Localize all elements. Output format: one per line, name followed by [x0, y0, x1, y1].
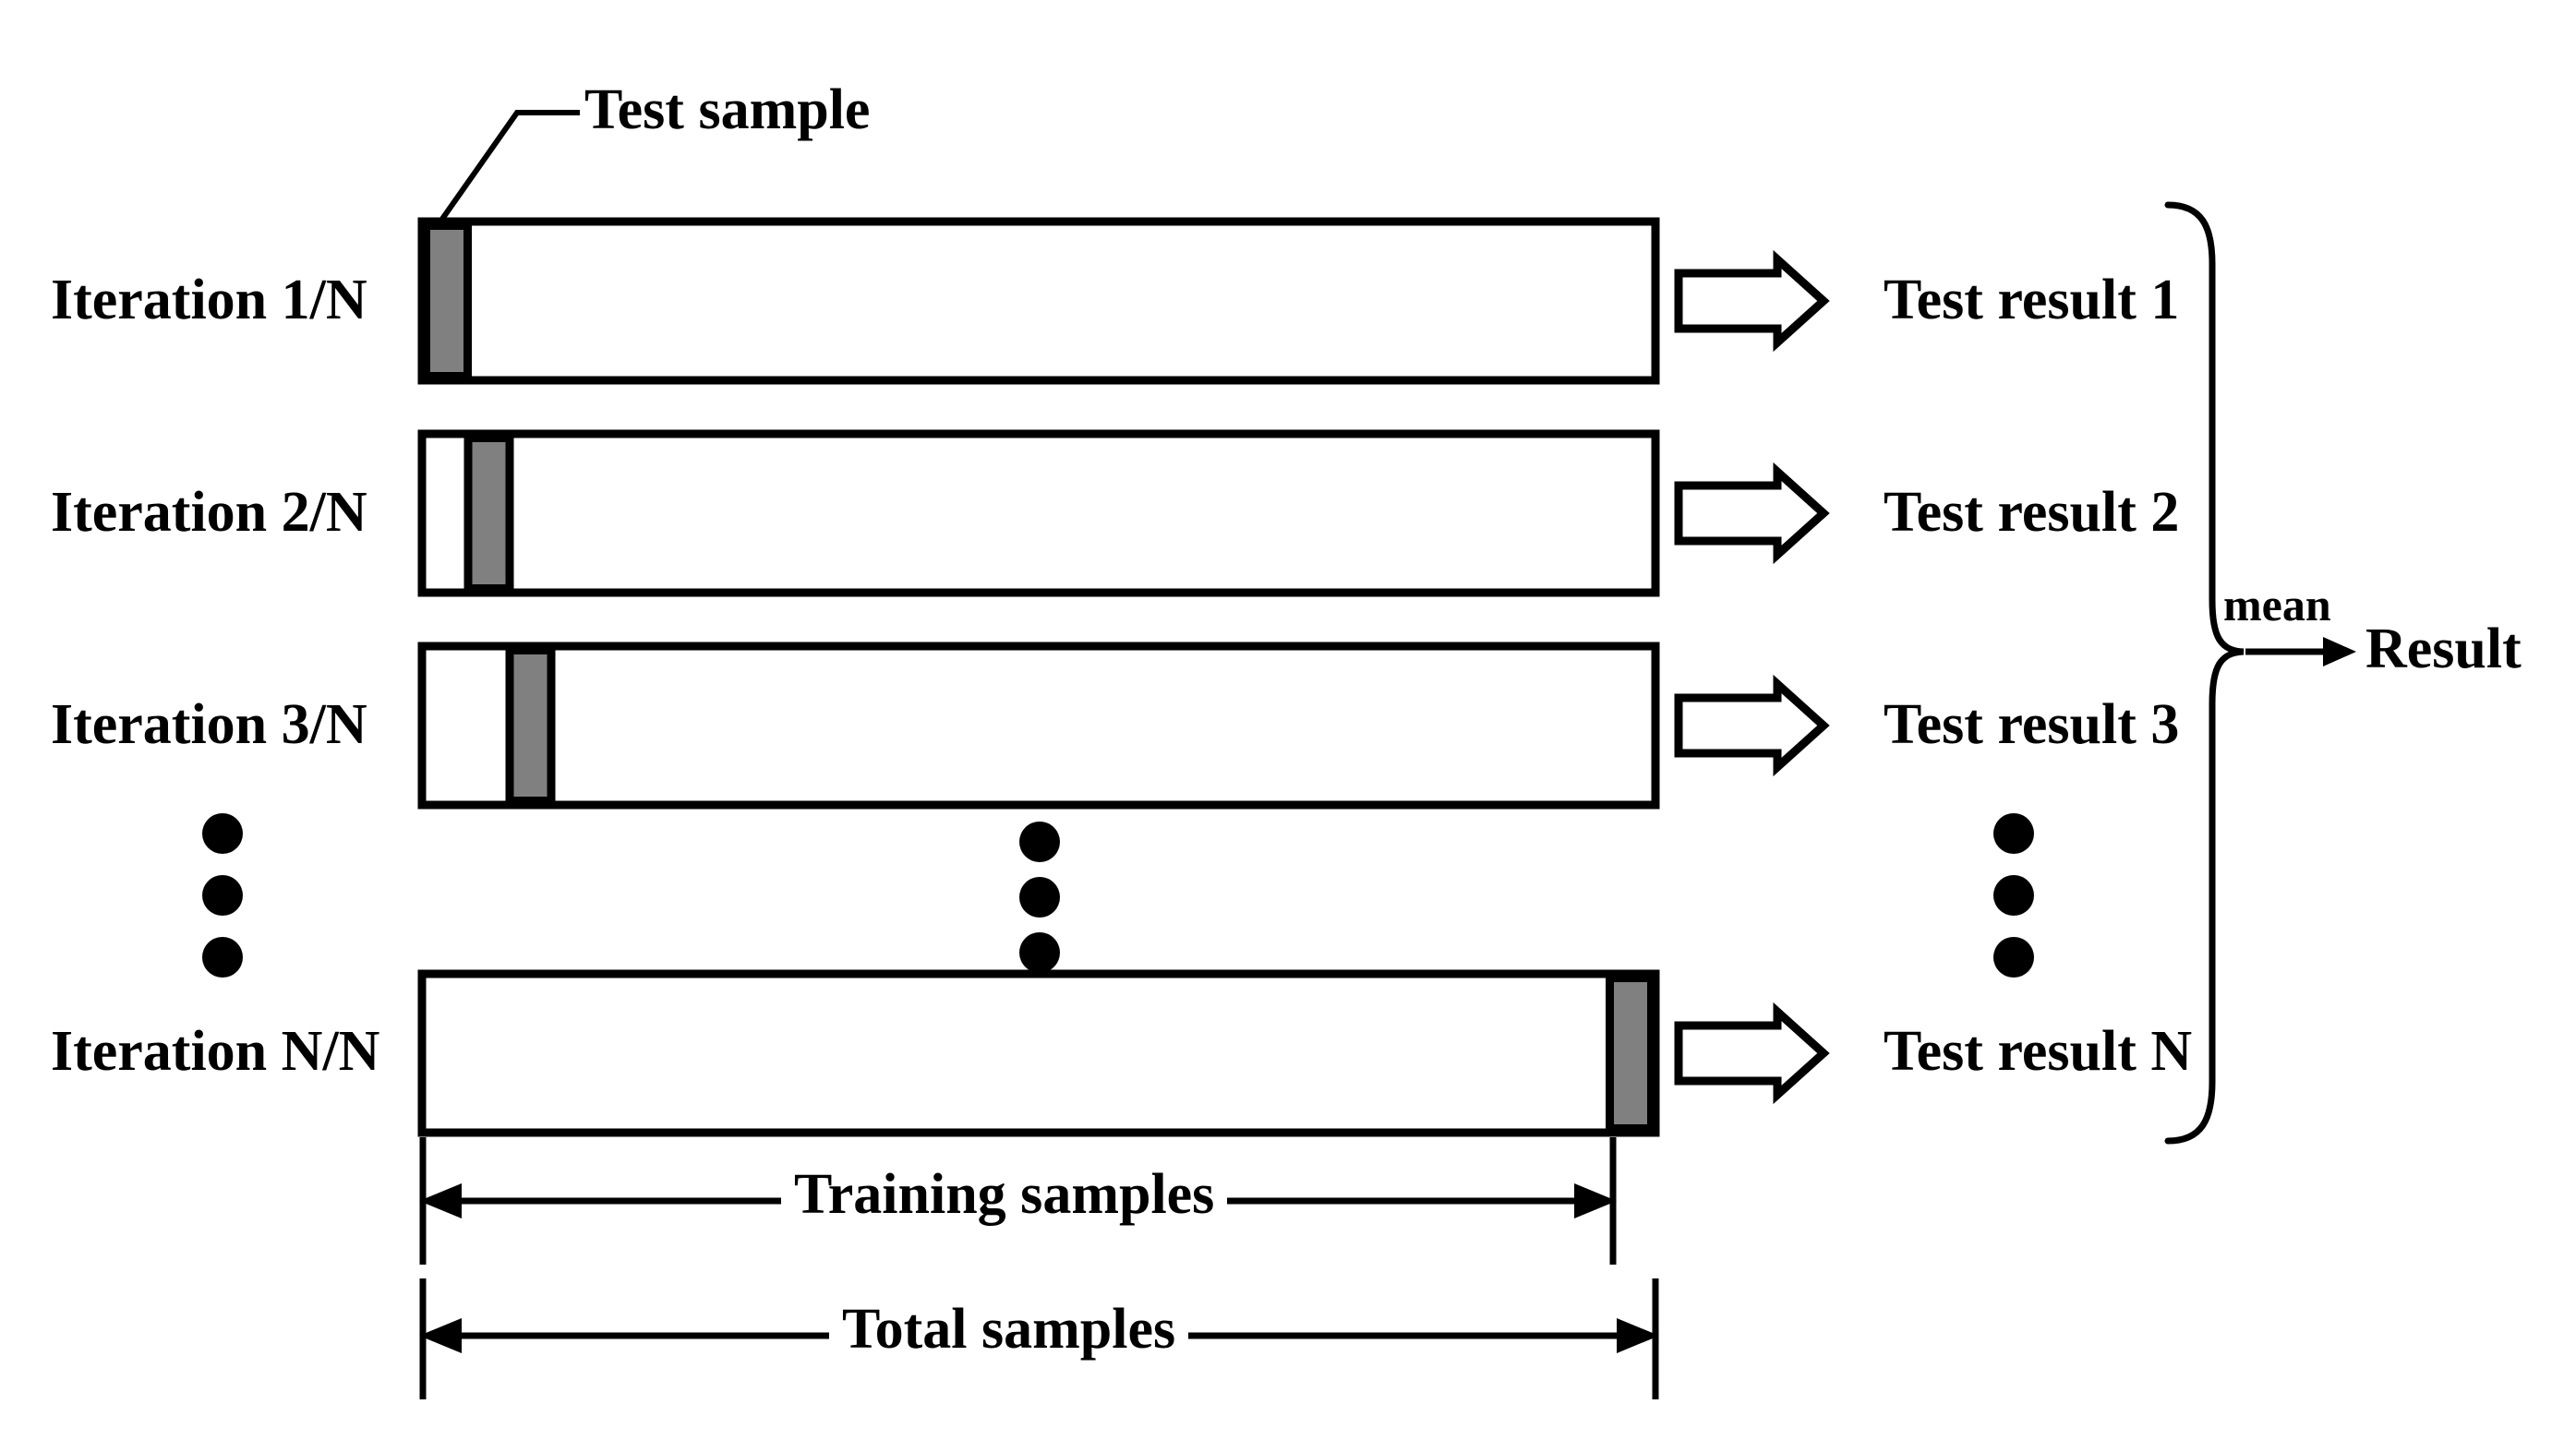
test-sample-leader-line — [438, 110, 580, 223]
iteration-2-arrow-icon — [1674, 462, 1830, 565]
iteration-2-label: Iteration 2/N — [51, 481, 367, 544]
iteration-1-arrow-icon — [1674, 249, 1830, 353]
iteration-row-2[interactable] — [417, 429, 1830, 597]
right-vertical-ellipsis-icon — [1993, 813, 2034, 978]
iteration-row-1[interactable] — [417, 217, 1830, 385]
iteration-row-3[interactable] — [417, 642, 1830, 810]
iteration-2-bar — [417, 429, 1660, 597]
test-result-2-label: Test result 2 — [1884, 481, 2180, 544]
iteration-3-bar — [417, 642, 1660, 810]
iteration-row-n[interactable] — [417, 969, 1830, 1137]
aggregation-brace-icon — [2164, 201, 2245, 1145]
middle-vertical-ellipsis-icon — [1019, 822, 1060, 973]
total-samples-label: Total samples — [829, 1301, 1189, 1358]
mean-label: mean — [2223, 579, 2331, 630]
iteration-2-test-block — [463, 434, 514, 593]
iteration-1-label: Iteration 1/N — [51, 269, 367, 331]
iteration-1-test-block — [422, 222, 472, 380]
iteration-n-label: Iteration N/N — [51, 1020, 380, 1083]
aggregation-result-arrow-icon — [2245, 637, 2356, 666]
test-result-n-label: Test result N — [1884, 1020, 2193, 1083]
test-result-3-label: Test result 3 — [1884, 693, 2180, 756]
iteration-n-test-block — [1606, 974, 1655, 1133]
iteration-n-arrow-icon — [1674, 1002, 1830, 1105]
final-result-label: Result — [2365, 618, 2522, 680]
test-result-1-label: Test result 1 — [1884, 269, 2180, 331]
iteration-3-arrow-icon — [1674, 674, 1830, 777]
iteration-3-test-block — [505, 646, 556, 805]
training-samples-label: Training samples — [781, 1166, 1228, 1223]
iteration-n-bar — [417, 969, 1660, 1137]
iteration-3-label: Iteration 3/N — [51, 693, 367, 756]
left-vertical-ellipsis-icon — [202, 813, 243, 978]
iteration-1-bar — [417, 217, 1660, 385]
test-sample-label: Test sample — [584, 78, 871, 141]
